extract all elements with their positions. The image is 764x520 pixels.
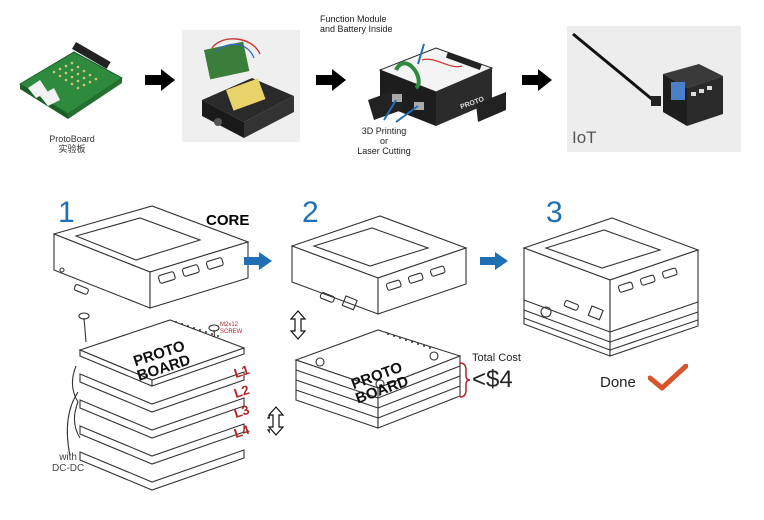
step1-exploded-illustration [52, 205, 270, 491]
function-module-line-1: Function Module [320, 14, 387, 24]
step3-illustration [522, 217, 700, 357]
protoboard-photo [14, 22, 126, 142]
assembled-proto-photo [366, 30, 508, 142]
printing-line-2: or [379, 136, 388, 146]
function-module-label: Function Module and Battery Inside [320, 14, 430, 34]
checkmark-icon [648, 364, 688, 391]
core-label: CORE [206, 212, 250, 229]
protoboard-label-cn: 实验板 [58, 144, 86, 154]
module-in-case-photo [182, 30, 300, 142]
function-module-line-2: and Battery Inside [320, 24, 393, 34]
screw-label: M2x12 SCREW [220, 322, 242, 336]
arrow-right-icon [522, 69, 552, 91]
iot-device-illustration [567, 26, 741, 152]
assembled-proto-illustration [368, 43, 506, 126]
screw-label-line-1: M2x12 [220, 322, 239, 328]
total-cost-label: Total Cost [472, 352, 521, 364]
dcdc-label-line-1: with [59, 452, 77, 463]
dcdc-label: with DC-DC [52, 452, 84, 474]
arrow-right-blue-icon [480, 252, 508, 270]
printing-line-1: 3D Printing [361, 126, 407, 136]
arrow-right-icon [145, 69, 175, 91]
layer-double-arrow-icon [268, 406, 284, 436]
screw-label-line-2: SCREW [220, 329, 243, 335]
arrow-right-icon [316, 69, 346, 91]
iot-label: IoT [572, 128, 597, 147]
step2-double-arrow-icon [290, 310, 306, 340]
module-case-illustration [182, 30, 300, 142]
step-2-number: 2 [302, 196, 319, 229]
protoboard-label: ProtoBoard [49, 134, 95, 144]
protoboard-illustration [19, 42, 123, 119]
printing-line-3: Laser Cutting [357, 146, 411, 156]
iot-device-photo [567, 26, 741, 152]
printing-label: 3D Printing or Laser Cutting [344, 126, 424, 156]
step2-illustration [290, 215, 468, 429]
price-label: <$4 [472, 366, 513, 393]
cost-bracket-icon [459, 362, 470, 398]
step-3-number: 3 [546, 196, 563, 229]
done-label: Done [600, 374, 636, 391]
dcdc-label-line-2: DC-DC [52, 463, 85, 474]
step-1-number: 1 [58, 196, 75, 229]
arrow-right-blue-icon [244, 252, 272, 270]
